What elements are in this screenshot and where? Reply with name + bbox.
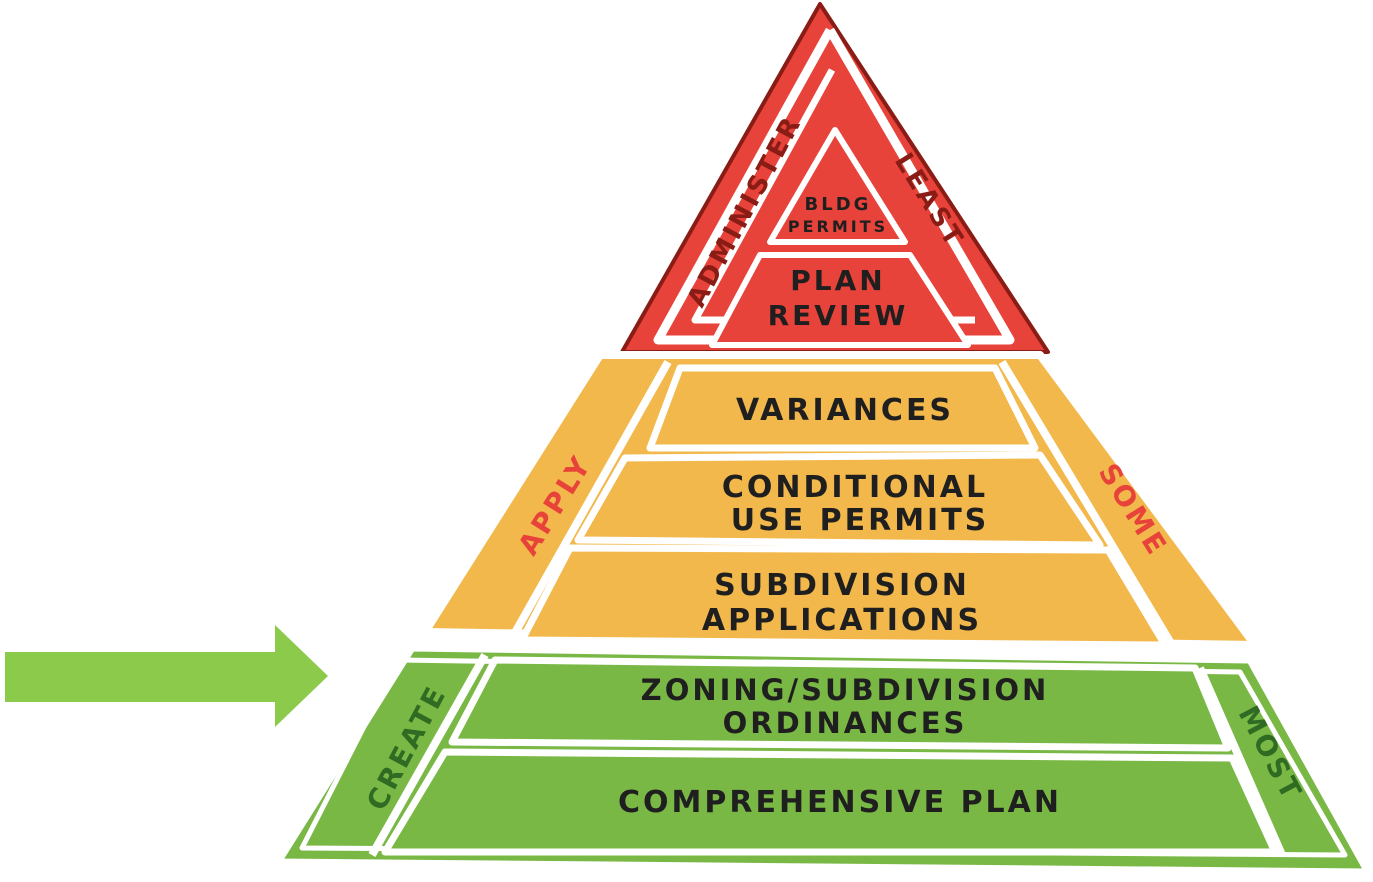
- bldg-permits-line2: PERMITS: [788, 217, 888, 236]
- conditional-use-block: [574, 451, 1104, 549]
- comprehensive-plan-label: COMPREHENSIVE PLAN: [618, 785, 1062, 820]
- conditional-line2: USE PERMITS: [731, 503, 990, 538]
- subdivision-apps-block: [518, 544, 1169, 649]
- right-arrow-icon: [5, 625, 328, 727]
- bldg-permits-line1: BLDG: [805, 194, 872, 215]
- plan-review-block: [709, 252, 971, 348]
- tier-middle: [421, 351, 1259, 649]
- conditional-line1: CONDITIONAL: [722, 470, 988, 505]
- variances-block: [646, 364, 1039, 452]
- tier-top: [620, 2, 1050, 354]
- zoning-line1: ZONING/SUBDIVISION: [641, 673, 1050, 707]
- variances-label: VARIANCES: [736, 393, 954, 428]
- bldg-permits-block: [767, 127, 908, 245]
- plan-review-line1: PLAN: [790, 264, 885, 297]
- subdivision-line1: SUBDIVISION: [714, 568, 970, 603]
- zoning-line2: ORDINANCES: [723, 706, 968, 740]
- comprehensive-block: [381, 748, 1279, 856]
- subdivision-line2: APPLICATIONS: [702, 603, 982, 638]
- zoning-block: [448, 656, 1232, 752]
- tier-bottom: [274, 644, 1372, 876]
- plan-review-line2: REVIEW: [768, 299, 909, 332]
